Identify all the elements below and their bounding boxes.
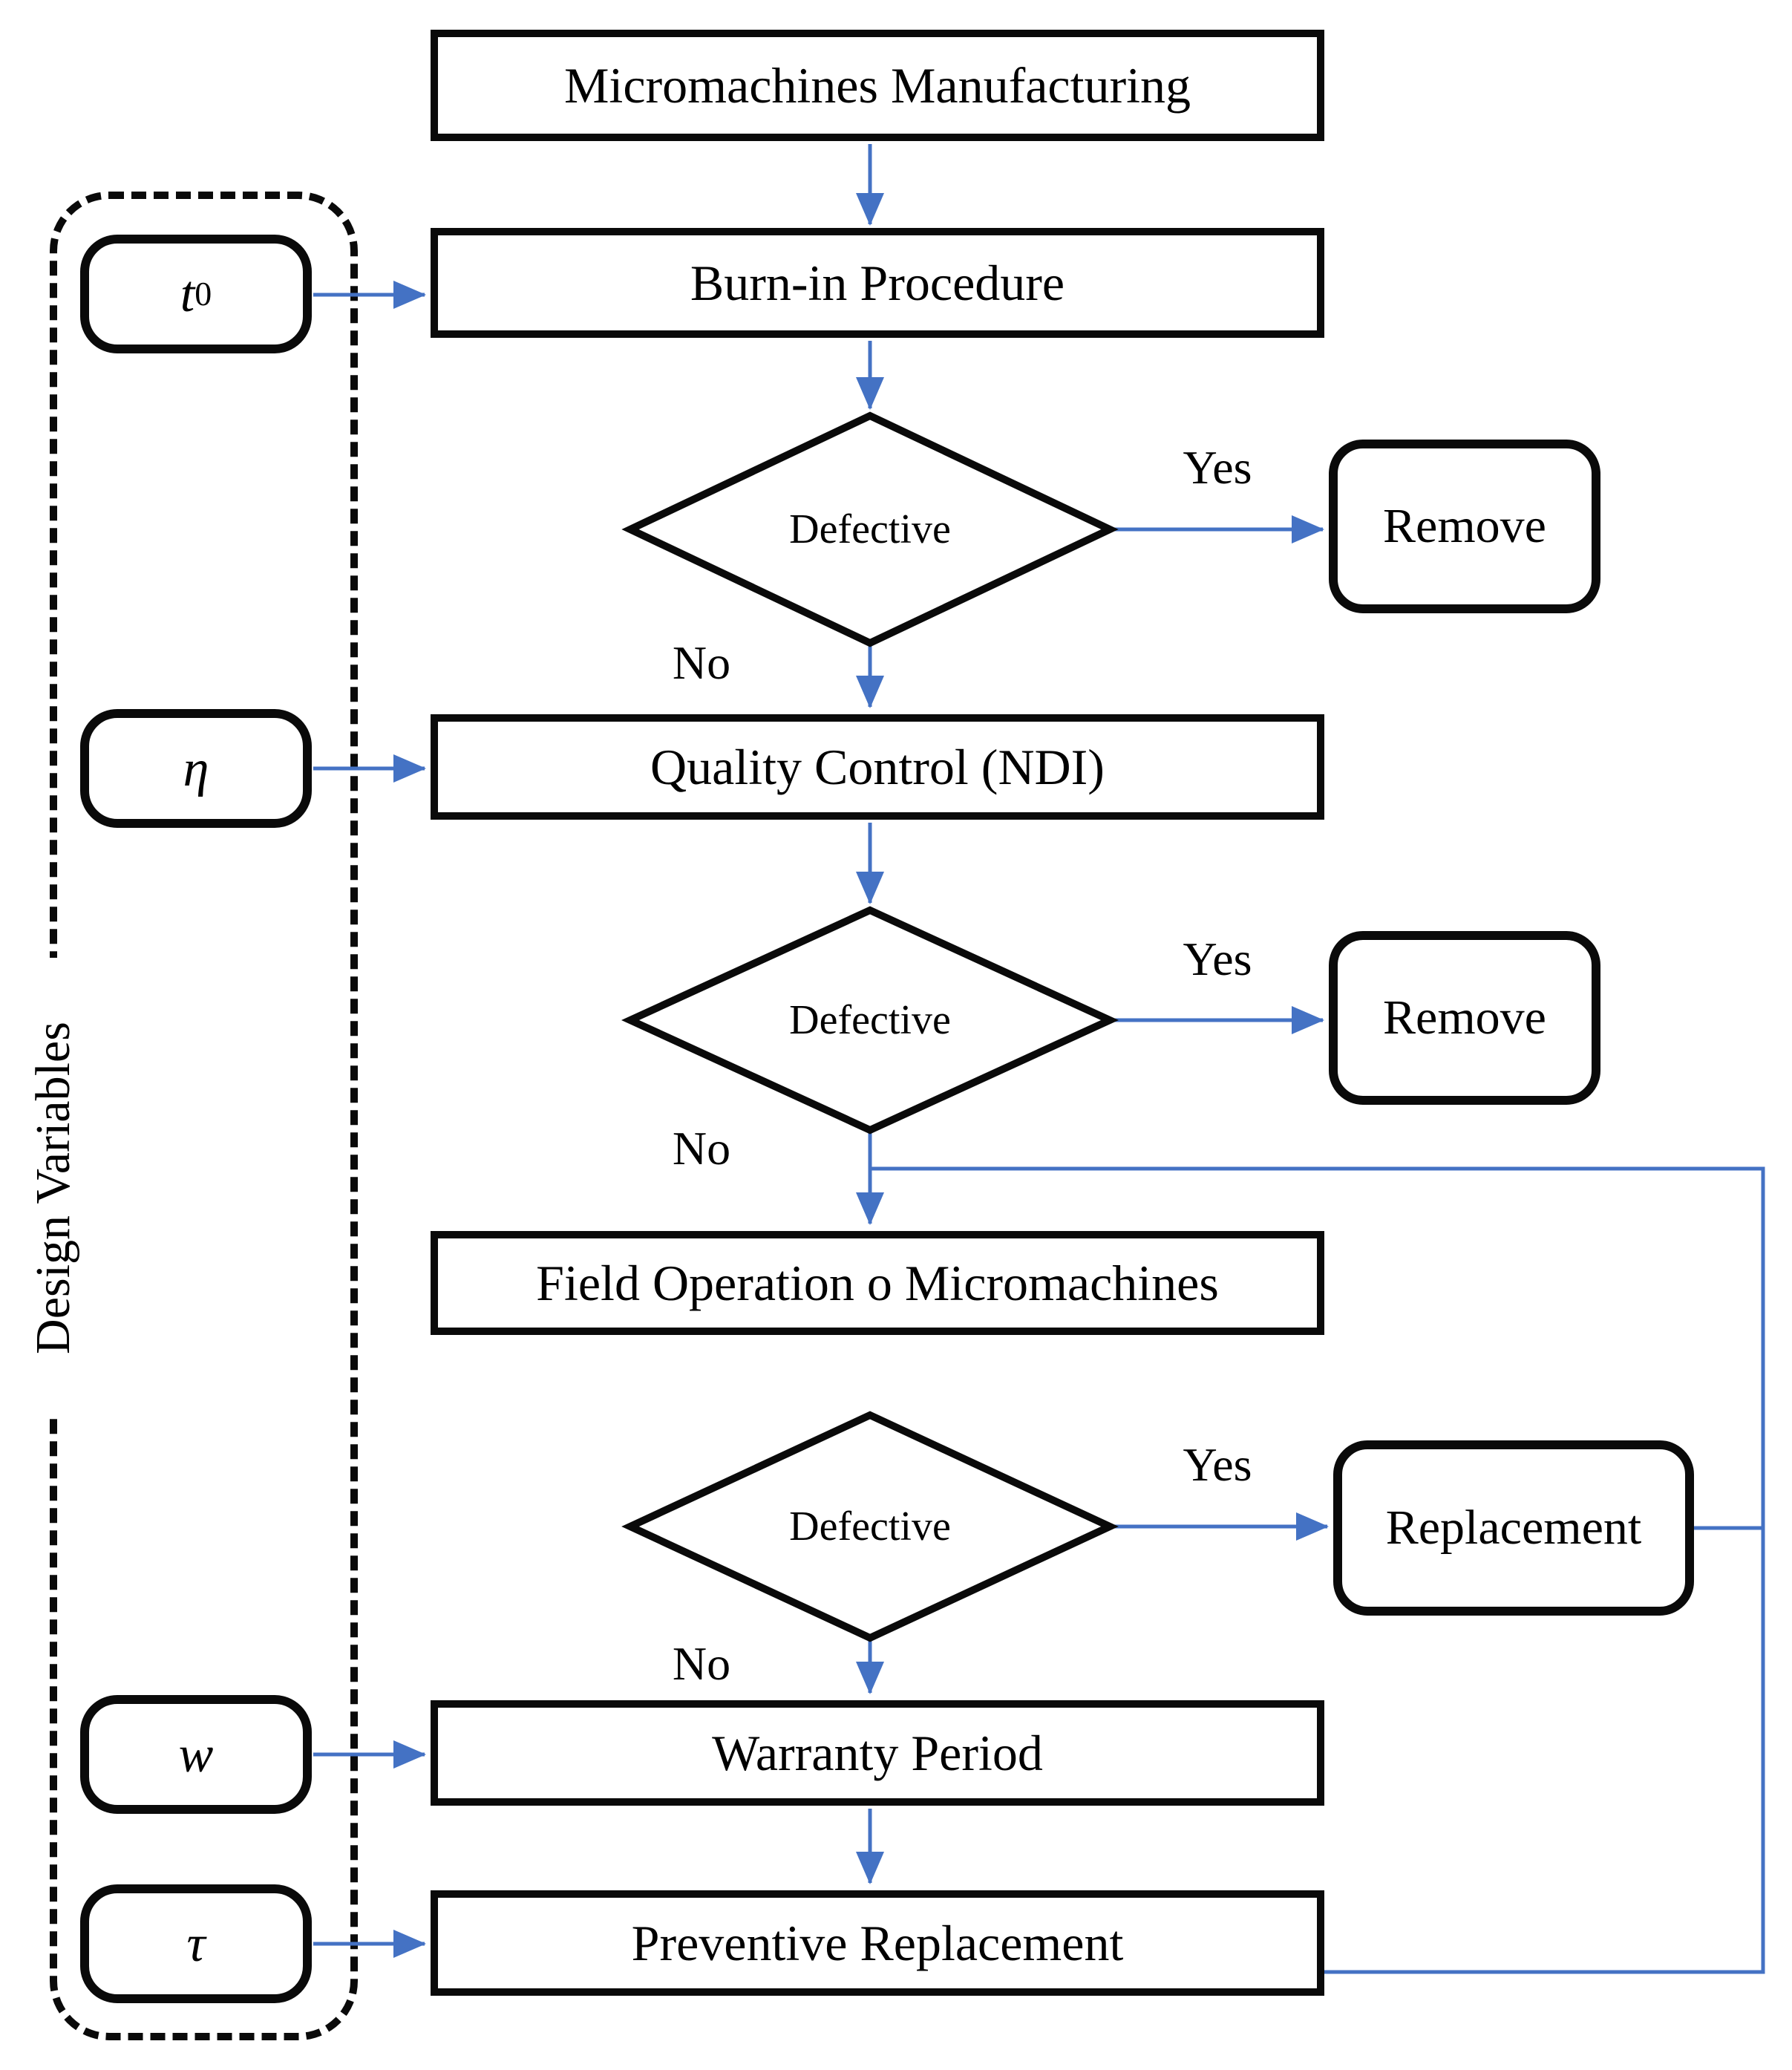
node-micromachines-manufacturing: Micromachines Manufacturing	[431, 30, 1324, 141]
decision-2-yes-label: Yes	[1183, 933, 1252, 985]
variable-symbol-w: w	[178, 1725, 214, 1783]
decision-2-no-label: No	[672, 1122, 731, 1175]
connector-feedback-loop	[872, 1166, 1765, 1974]
variable-box-w: w	[80, 1695, 312, 1814]
node-remove-1: Remove	[1329, 440, 1600, 613]
node-replacement: Replacement	[1333, 1440, 1694, 1616]
decision-diamond-2	[621, 906, 1119, 1134]
node-quality-control: Quality Control (NDI)	[431, 714, 1324, 820]
node-remove-2: Remove	[1329, 931, 1600, 1105]
variable-symbol-t0: t	[180, 265, 195, 323]
design-variables-title: Design Variables	[20, 958, 87, 1418]
decision-3-yes-label: Yes	[1183, 1438, 1252, 1491]
variable-symbol-eta: η	[183, 739, 209, 797]
node-warranty-period: Warranty Period	[431, 1700, 1324, 1806]
decision-1-no-label: No	[672, 636, 731, 689]
variable-symbol-tau: τ	[186, 1915, 206, 1973]
node-field-operation: Field Operation o Micromachines	[431, 1231, 1324, 1335]
decision-1-yes-label: Yes	[1183, 441, 1252, 494]
decision-3-no-label: No	[672, 1637, 731, 1690]
decision-3-label: Defective	[789, 1503, 951, 1550]
node-preventive-replacement: Preventive Replacement	[431, 1890, 1324, 1996]
variable-box-tau: τ	[80, 1884, 312, 2003]
variable-box-eta: η	[80, 709, 312, 828]
decision-diamond-3	[621, 1411, 1119, 1642]
decision-2-label: Defective	[789, 997, 951, 1043]
decision-1-label: Defective	[789, 506, 951, 552]
node-burn-in-procedure: Burn-in Procedure	[431, 228, 1324, 338]
decision-diamond-1	[621, 411, 1119, 647]
